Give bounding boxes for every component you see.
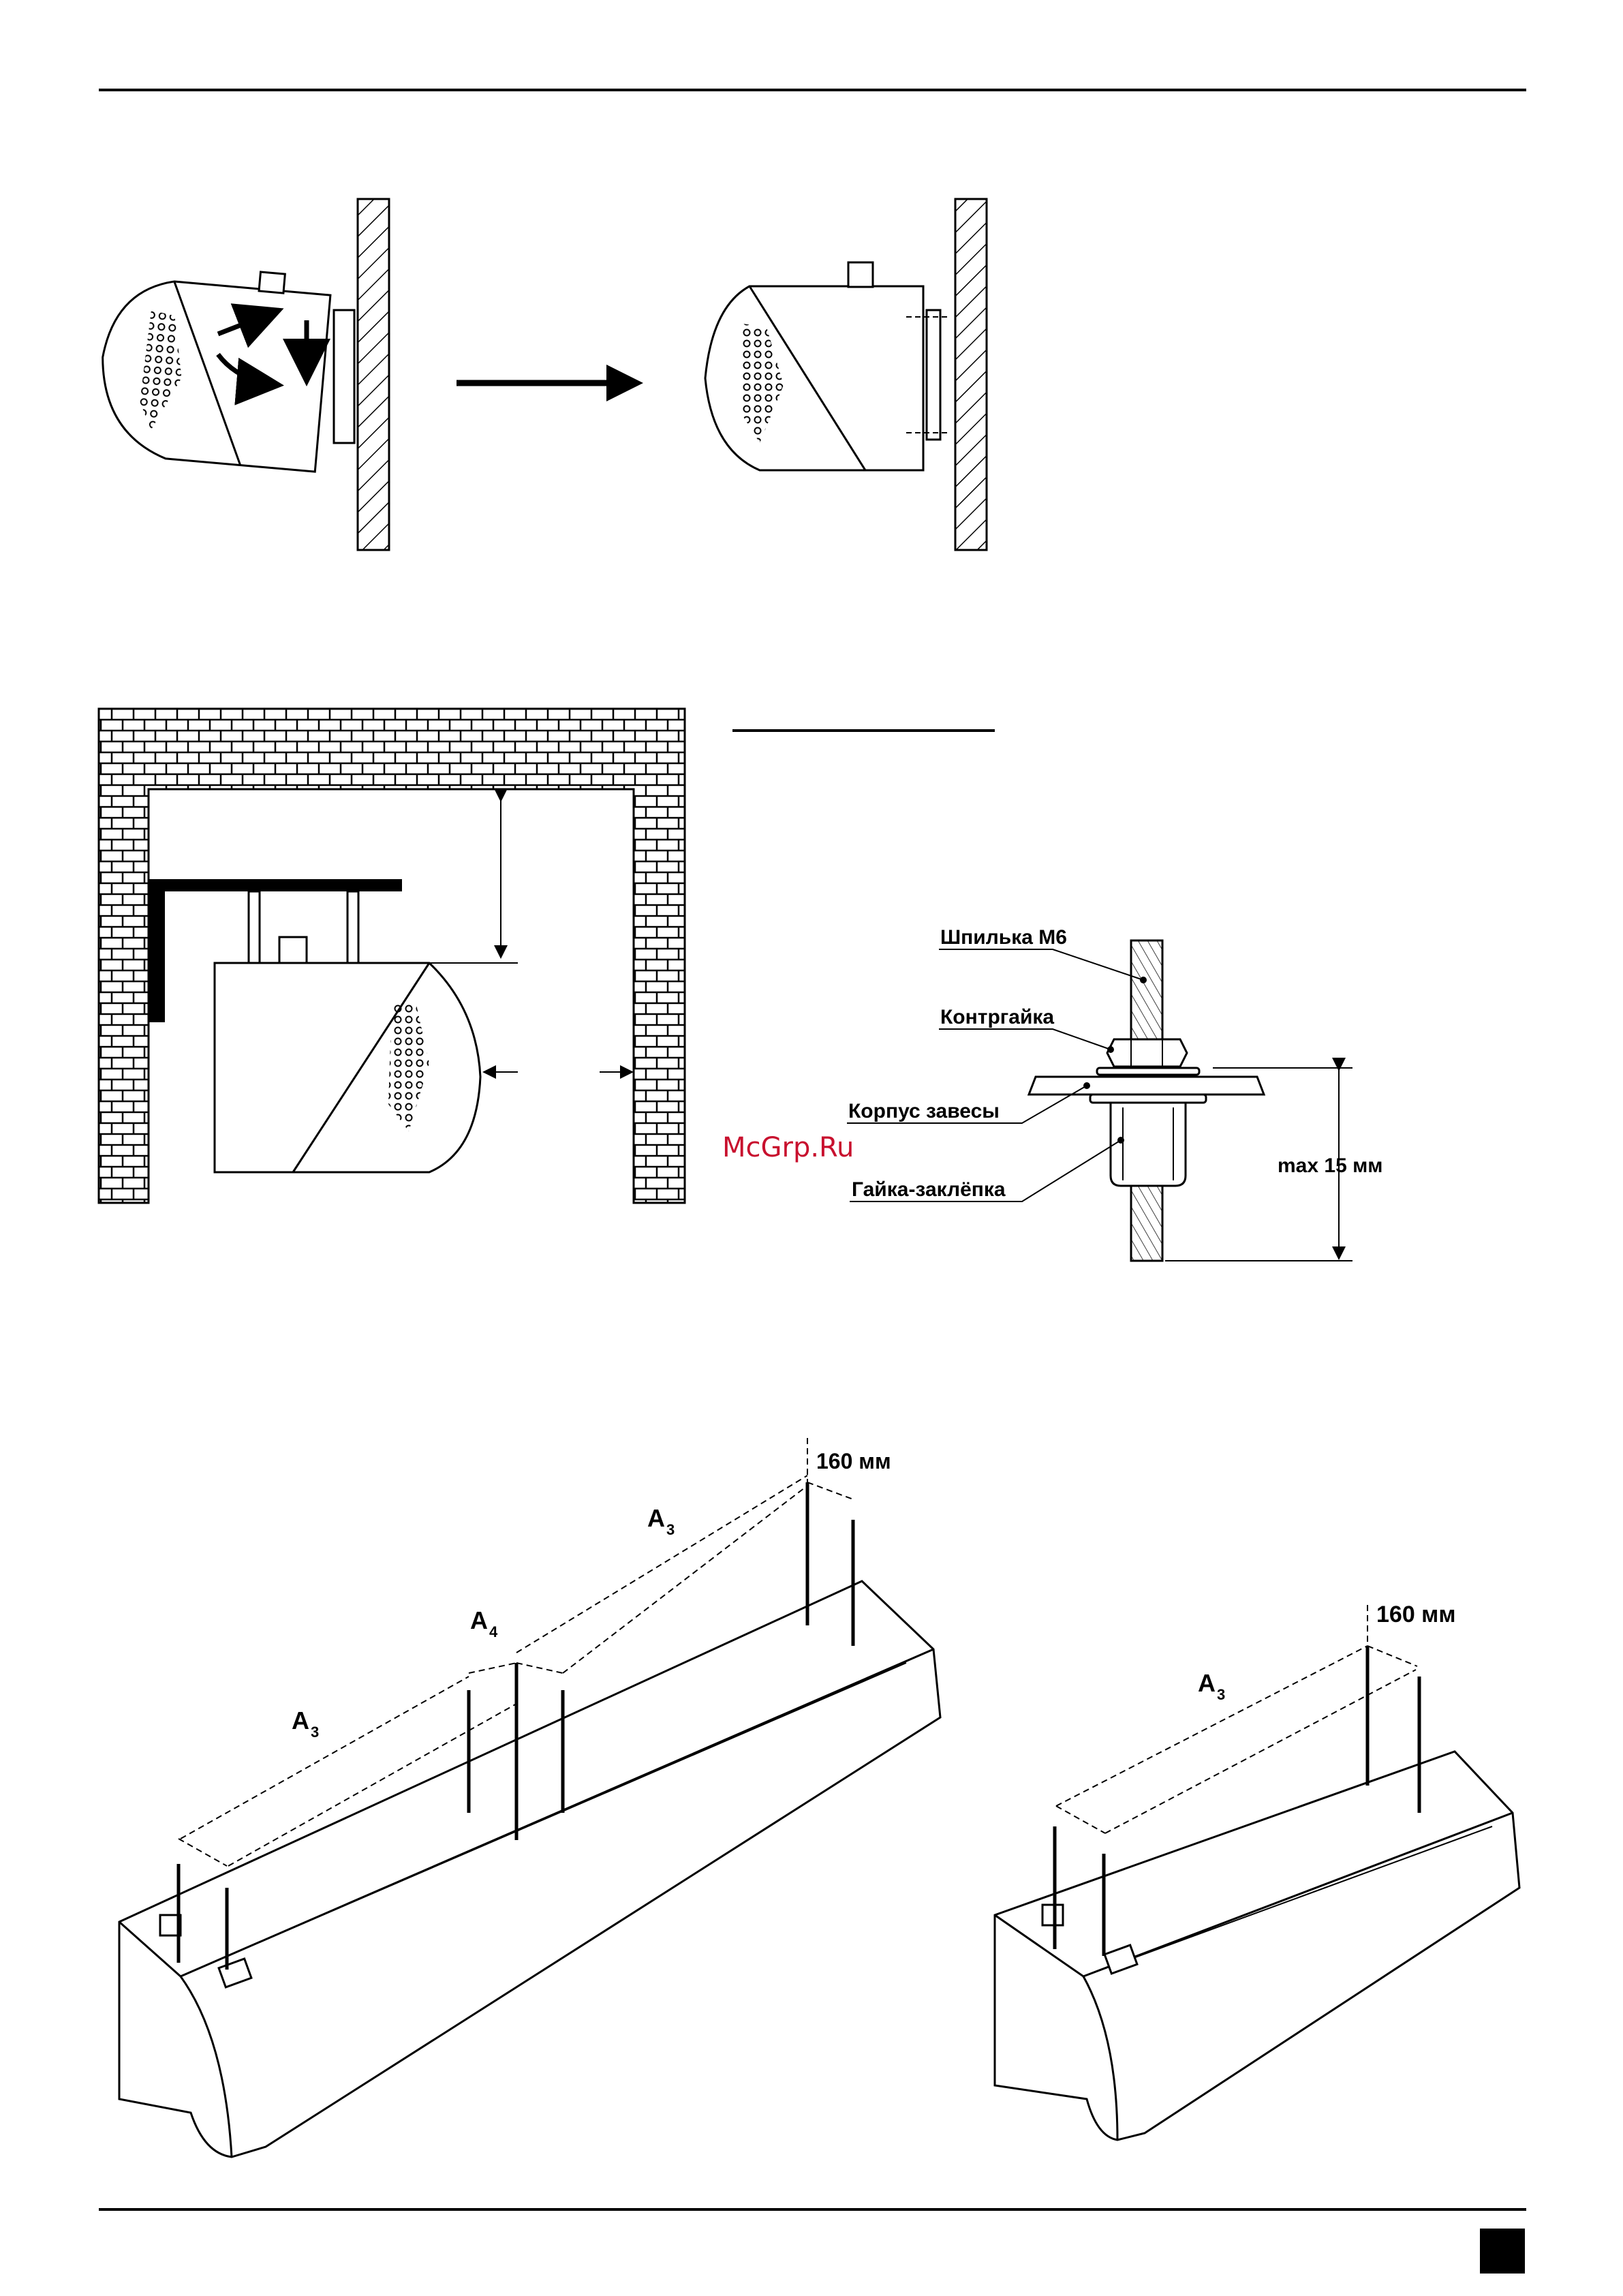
wall-bracket-left <box>334 310 354 443</box>
watermark: McGrp.Ru <box>722 1132 854 1163</box>
long-a3-left-sub: 3 <box>311 1724 319 1741</box>
max-length-label: max 15 мм <box>1278 1154 1382 1177</box>
short-unit-layout: 160 мм A 3 <box>995 1602 1519 2140</box>
long-a3-left-letter: A <box>292 1706 309 1734</box>
long-a3-right-sub: 3 <box>666 1521 675 1538</box>
wall-hatch-right <box>955 199 987 550</box>
long-a4-letter: A <box>470 1606 488 1634</box>
hung-curtain-unit <box>215 937 480 1172</box>
niche-mount-figure <box>99 709 685 1203</box>
short-spacing-label: 160 мм <box>1376 1602 1455 1627</box>
locknut-label: Контргайка <box>940 1006 1054 1028</box>
tilted-curtain-unit <box>94 259 332 472</box>
rivet-nut <box>1111 1103 1186 1186</box>
mounted-curtain-unit <box>705 262 950 470</box>
stud-thread-bottom <box>1131 1186 1162 1261</box>
rivet-nut-label: Гайка-заклёпка <box>852 1178 1006 1201</box>
long-a4-sub: 4 <box>489 1623 498 1640</box>
long-spacing-label: 160 мм <box>816 1449 891 1473</box>
stud-thread-top <box>1131 940 1162 1046</box>
long-unit-layout: 160 мм A 3 A 4 A 3 <box>119 1438 940 2157</box>
long-unit-body <box>119 1581 940 2157</box>
stud-label: Шпилька М6 <box>940 926 1067 949</box>
long-a3-right-letter: A <box>647 1504 665 1532</box>
housing-label: Корпус завесы <box>848 1100 1000 1122</box>
page-number-box <box>1480 2229 1525 2274</box>
stud-detail-figure: Шпилька М6 Контргайка Корпус завесы Гайк… <box>847 926 1382 1261</box>
short-a3-letter: A <box>1198 1669 1216 1697</box>
wall-hatch-left <box>358 199 389 550</box>
housing-plate <box>1029 1077 1264 1095</box>
short-a3-sub: 3 <box>1217 1686 1225 1703</box>
wall-mount-figure <box>94 199 987 550</box>
short-unit-body <box>995 1751 1519 2140</box>
locknut <box>1107 1039 1187 1067</box>
